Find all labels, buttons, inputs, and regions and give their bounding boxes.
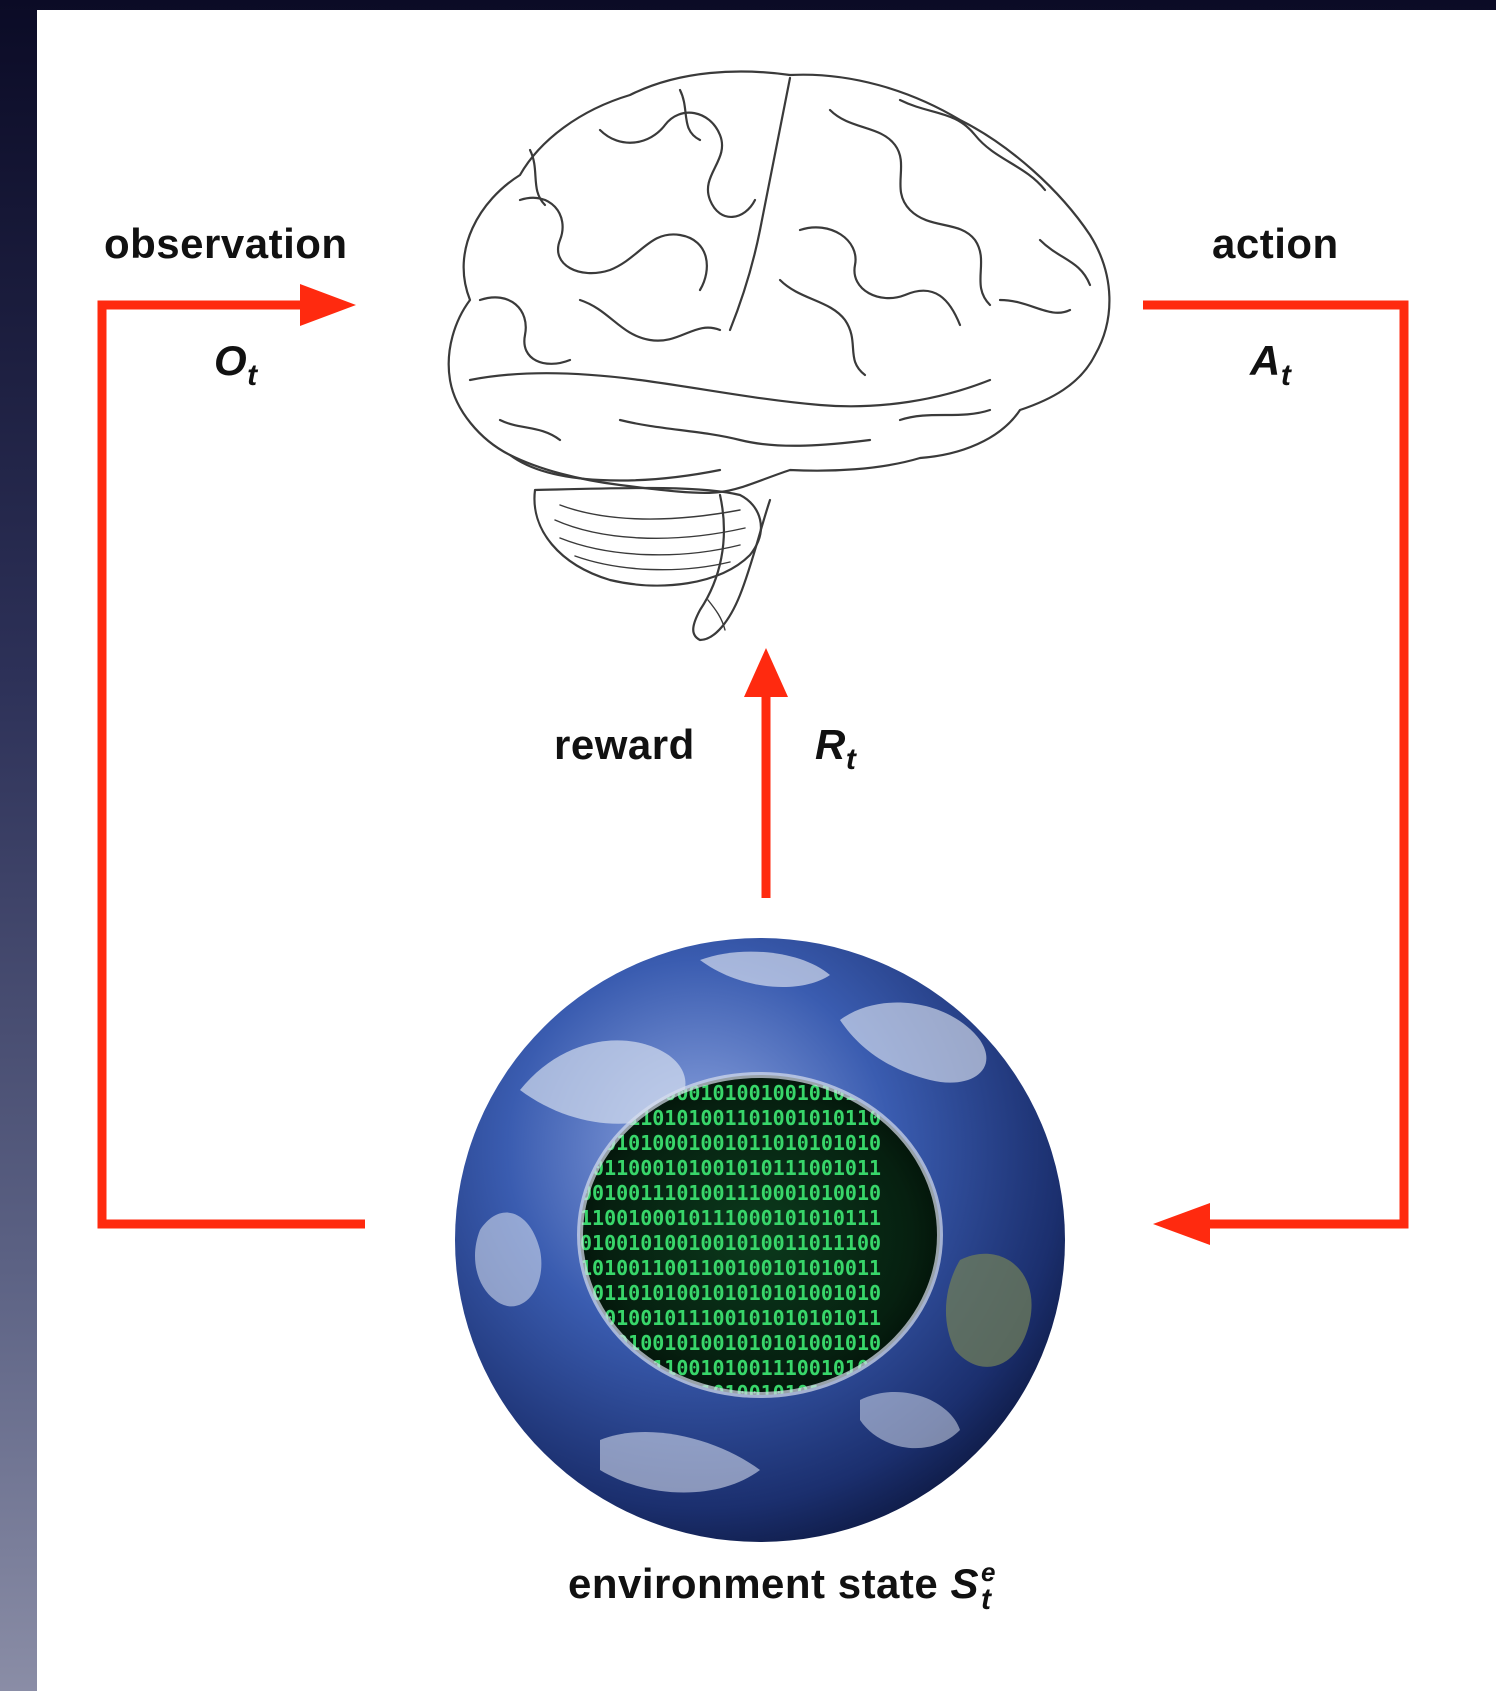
environment-symbol-subscript: t bbox=[981, 1585, 992, 1615]
svg-text:0101010001001011010101010: 0101010001001011010101010 bbox=[580, 1131, 881, 1155]
reward-arrow bbox=[744, 648, 788, 898]
environment-symbol-letter: S bbox=[950, 1560, 979, 1607]
observation-label: observation bbox=[104, 223, 348, 265]
earth-globe-icon: 0101001000101001001010100 10001101010011… bbox=[455, 938, 1065, 1542]
svg-text:1011000101001010111001011: 1011000101001010111001011 bbox=[580, 1156, 881, 1180]
action-arrow bbox=[1143, 305, 1404, 1245]
brain-icon bbox=[449, 72, 1110, 640]
action-symbol: At bbox=[1250, 340, 1291, 391]
action-symbol-subscript: t bbox=[1281, 359, 1292, 392]
svg-text:1101001011100101010101011: 1101001011100101010101011 bbox=[580, 1306, 881, 1330]
environment-state-symbol: Set bbox=[950, 1560, 1005, 1607]
reward-symbol: Rt bbox=[815, 724, 856, 775]
environment-symbol-superscript: e bbox=[981, 1559, 996, 1585]
reward-symbol-letter: R bbox=[815, 721, 846, 768]
svg-text:1100100010111000101010111: 1100100010111000101010111 bbox=[580, 1206, 881, 1230]
observation-symbol: Ot bbox=[214, 340, 258, 391]
svg-text:0011010100101010101001010: 0011010100101010101001010 bbox=[580, 1281, 881, 1305]
observation-symbol-letter: O bbox=[214, 337, 247, 384]
svg-text:0010011101001110001010010: 0010011101001110001010010 bbox=[580, 1181, 881, 1205]
observation-arrow bbox=[102, 284, 365, 1224]
environment-state-label: environment state Set bbox=[568, 1563, 1005, 1605]
observation-symbol-subscript: t bbox=[247, 359, 258, 392]
reward-label: reward bbox=[554, 724, 695, 766]
environment-state-text: environment state bbox=[568, 1560, 938, 1607]
svg-text:0100101001001010011011100: 0100101001001010011011100 bbox=[580, 1231, 881, 1255]
reward-symbol-subscript: t bbox=[846, 743, 857, 776]
action-symbol-letter: A bbox=[1250, 337, 1281, 384]
svg-text:1010011001100100101010011: 1010011001100100101010011 bbox=[580, 1256, 881, 1280]
action-label: action bbox=[1212, 223, 1339, 265]
